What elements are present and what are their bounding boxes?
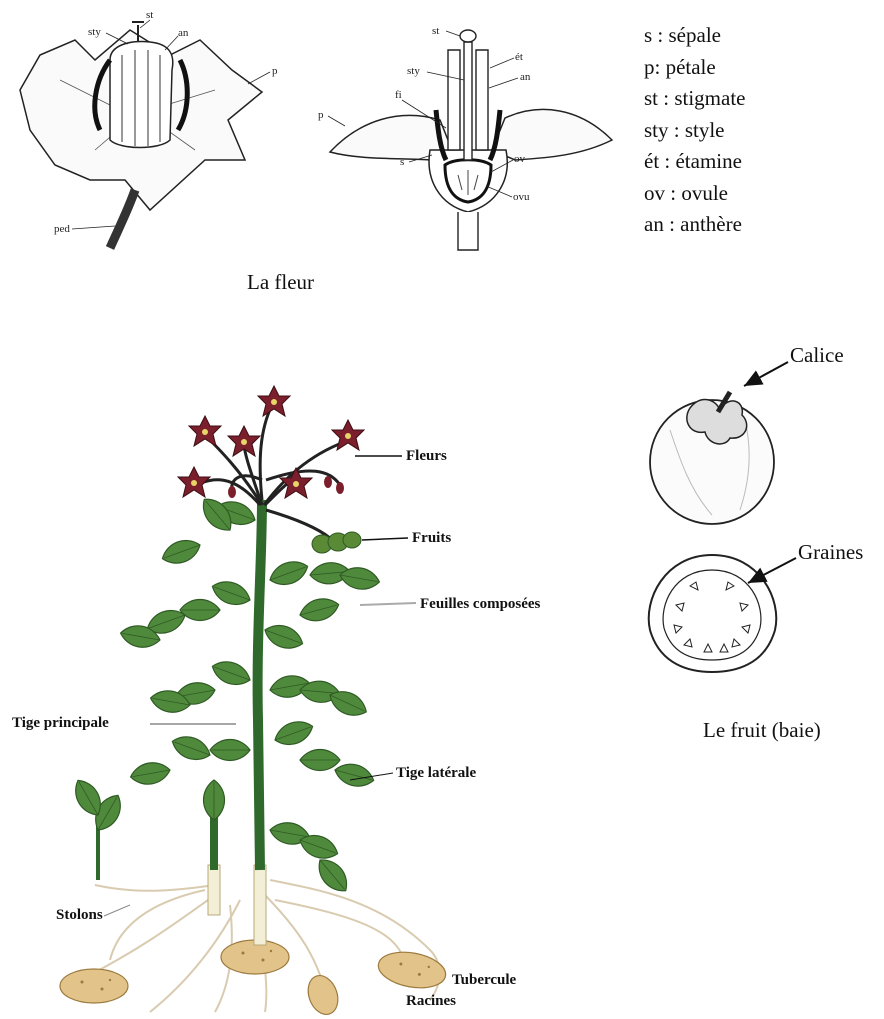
label-s: s bbox=[400, 156, 404, 168]
fruit-caption: Le fruit (baie) bbox=[703, 718, 821, 743]
label-p-section: p bbox=[318, 109, 324, 121]
label-tige-laterale: Tige latérale bbox=[396, 765, 476, 781]
flower-caption: La fleur bbox=[247, 270, 314, 295]
flower-section-drawing bbox=[330, 30, 612, 250]
label-tubercule: Tubercule bbox=[452, 972, 517, 988]
label-p: p bbox=[272, 65, 278, 77]
label-ped: ped bbox=[54, 223, 70, 235]
fruit-whole-drawing bbox=[650, 392, 774, 524]
legend-item: ét : étamine bbox=[644, 146, 746, 178]
legend-item: sty : style bbox=[644, 115, 746, 147]
fruit-section-drawing bbox=[649, 555, 777, 672]
legend-item: st : stigmate bbox=[644, 83, 746, 115]
flower-legend: s : sépale p: pétale st : stigmate sty :… bbox=[644, 20, 746, 241]
flower-external-drawing bbox=[20, 22, 262, 248]
label-sty-section: sty bbox=[407, 65, 420, 77]
plant-leaves bbox=[69, 493, 381, 898]
label-an: an bbox=[178, 27, 189, 39]
label-st: st bbox=[146, 9, 153, 21]
label-calice: Calice bbox=[790, 343, 844, 367]
legend-item: s : sépale bbox=[644, 20, 746, 52]
legend-item: p: pétale bbox=[644, 52, 746, 84]
label-stolons: Stolons bbox=[56, 907, 103, 923]
label-fruits: Fruits bbox=[412, 530, 451, 546]
label-fleurs: Fleurs bbox=[406, 448, 447, 464]
label-ovu: ovu bbox=[513, 191, 530, 203]
label-et: ét bbox=[515, 51, 523, 63]
legend-item: an : anthère bbox=[644, 209, 746, 241]
label-an-section: an bbox=[520, 71, 531, 83]
plant-drawing bbox=[60, 386, 448, 1019]
plant-labels: Fleurs Fruits Feuilles composées Tige pr… bbox=[12, 448, 541, 1009]
label-fi: fi bbox=[395, 89, 402, 101]
label-racines: Racines bbox=[406, 993, 456, 1009]
legend-item: ov : ovule bbox=[644, 178, 746, 210]
label-ov: ov bbox=[514, 153, 526, 165]
label-graines: Graines bbox=[798, 540, 863, 564]
label-feuilles: Feuilles composées bbox=[420, 596, 541, 612]
plant-fruits bbox=[312, 532, 361, 553]
label-sty: sty bbox=[88, 26, 101, 38]
label-st-section: st bbox=[432, 25, 439, 37]
label-tige-principale: Tige principale bbox=[12, 715, 109, 731]
